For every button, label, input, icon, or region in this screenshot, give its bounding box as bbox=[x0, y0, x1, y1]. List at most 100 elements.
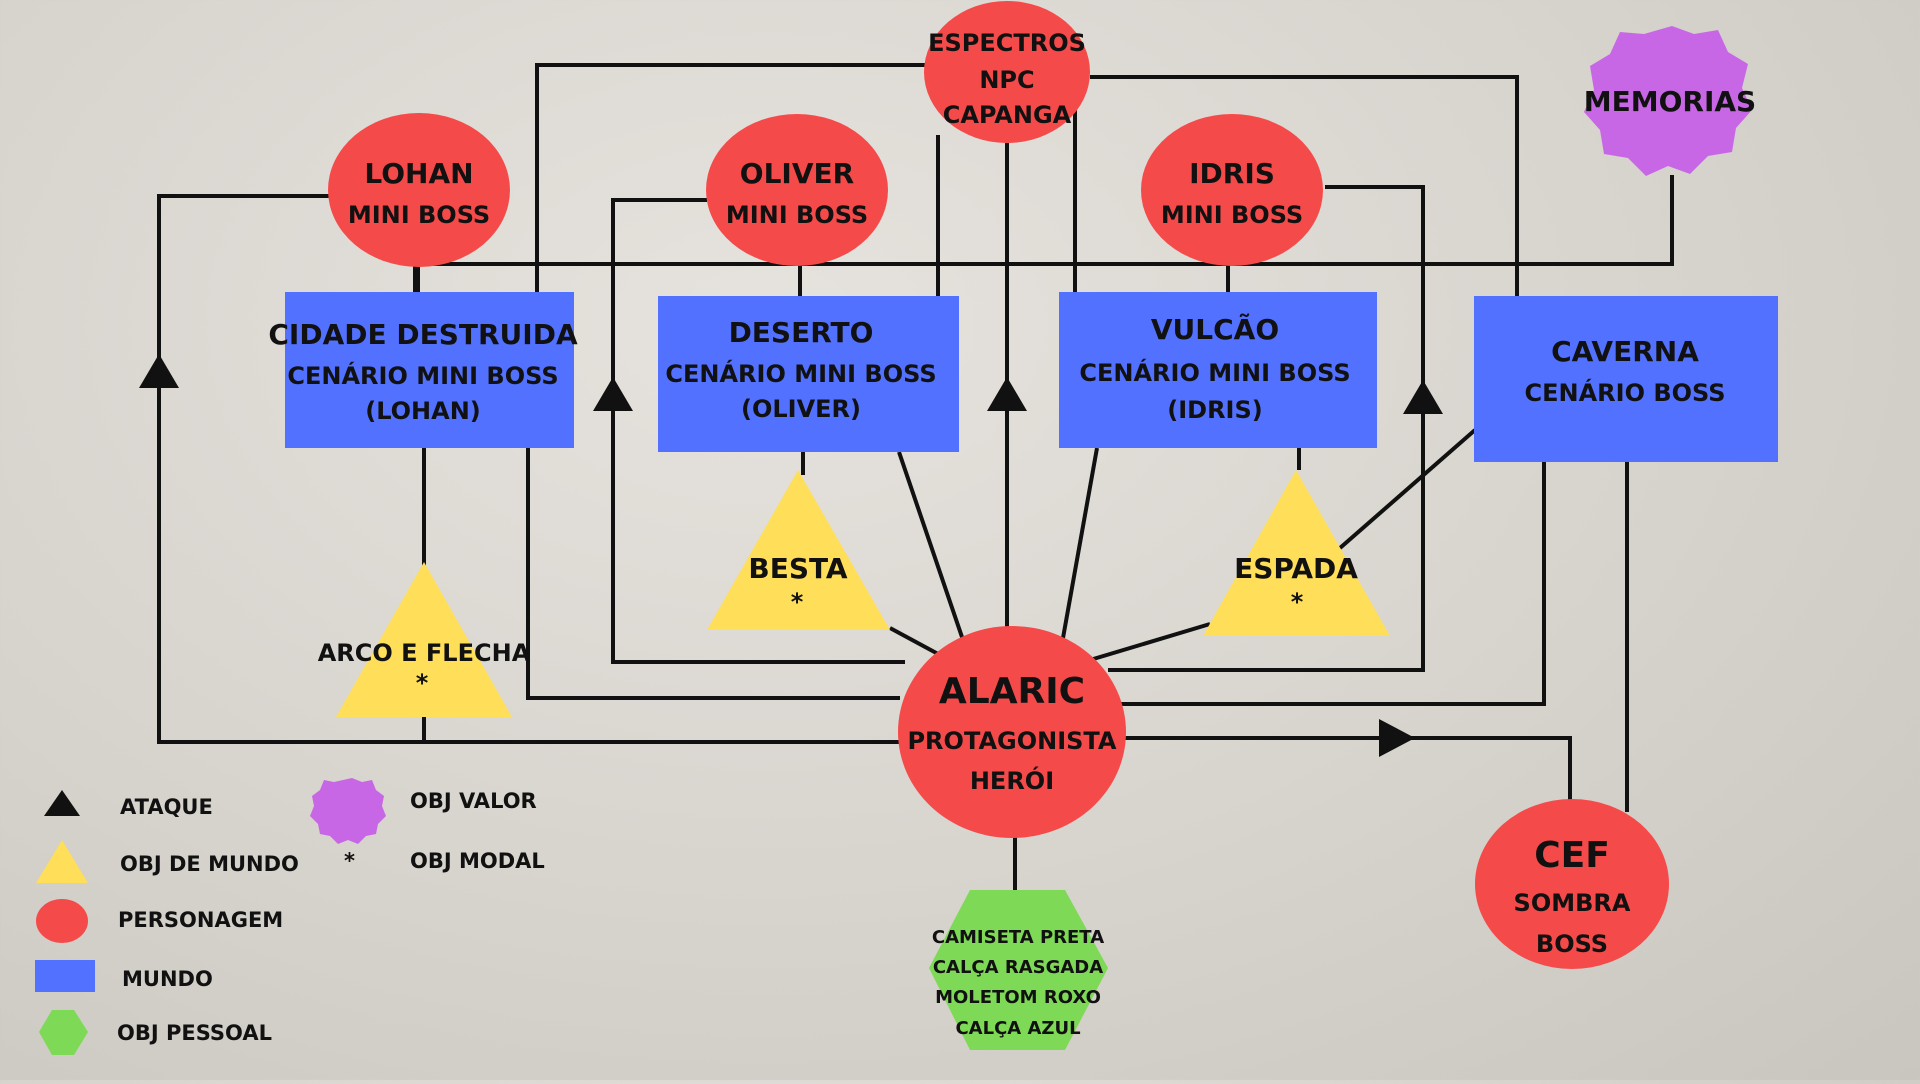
line-oliver-alaric bbox=[611, 198, 905, 664]
attack-arrow-espectros bbox=[987, 377, 1027, 411]
lohan-circle bbox=[328, 113, 510, 267]
cef-label-1: CEF bbox=[1534, 835, 1610, 876]
espada-label-1: ESPADA bbox=[1234, 552, 1358, 585]
attack-arrow-oliver bbox=[593, 377, 633, 411]
deserto-label-3: (OLIVER) bbox=[741, 395, 861, 423]
line-idris-alaric bbox=[1108, 185, 1425, 672]
arco-triangle bbox=[336, 562, 512, 717]
node-besta: BESTA * bbox=[707, 470, 890, 630]
vulcao-label-1: VULCÃO bbox=[1151, 312, 1279, 346]
line-caverna-espada bbox=[1338, 428, 1477, 550]
roupas-hexagon bbox=[929, 890, 1108, 1050]
espectros-circle bbox=[924, 1, 1090, 143]
legend-obj-mundo: OBJ DE MUNDO bbox=[120, 852, 299, 876]
legend-obj-valor: OBJ VALOR bbox=[410, 789, 537, 813]
legend-mundo: MUNDO bbox=[122, 967, 213, 991]
deserto-label-2: CENÁRIO MINI BOSS bbox=[665, 359, 936, 388]
besta-label-2: * bbox=[791, 588, 804, 616]
vulcao-label-3: (IDRIS) bbox=[1167, 396, 1262, 424]
line-besta-alaric bbox=[889, 626, 941, 657]
legend-world-object-icon bbox=[36, 840, 88, 883]
line-deserto-alaric bbox=[897, 451, 965, 641]
line-espectros-caverna bbox=[1090, 75, 1519, 296]
node-vulcao: VULCÃO CENÁRIO MINI BOSS (IDRIS) bbox=[1059, 292, 1377, 448]
espectros-label-3: CAPANGA bbox=[943, 101, 1072, 129]
node-cef: CEF SOMBRA BOSS bbox=[1475, 799, 1669, 969]
espada-label-2: * bbox=[1291, 588, 1304, 616]
line-vulcao-alaric bbox=[1061, 447, 1099, 639]
attack-arrow-lohan bbox=[139, 354, 179, 388]
attack-arrow-idris bbox=[1403, 380, 1443, 414]
vulcao-box bbox=[1059, 292, 1377, 448]
idris-label-1: IDRIS bbox=[1189, 157, 1275, 190]
arco-label-2: * bbox=[416, 669, 429, 697]
deserto-box bbox=[658, 296, 959, 452]
caverna-label-2: CENÁRIO BOSS bbox=[1524, 378, 1725, 407]
line-memorias-boxes bbox=[413, 175, 1674, 292]
legend-personal-object-icon bbox=[39, 1010, 88, 1055]
node-espectros: ESPECTROS NPC CAPANGA bbox=[924, 1, 1090, 143]
espectros-label-2: NPC bbox=[979, 66, 1034, 94]
cidade-label-3: (LOHAN) bbox=[365, 397, 481, 425]
legend-personagem: PERSONAGEM bbox=[118, 908, 283, 932]
espectros-label-1: ESPECTROS bbox=[928, 29, 1086, 57]
node-cidade: CIDADE DESTRUIDA CENÁRIO MINI BOSS (LOHA… bbox=[268, 292, 578, 448]
roupas-label-2: CALÇA RASGADA bbox=[933, 957, 1103, 978]
legend-modal-symbol: * bbox=[344, 849, 355, 873]
node-espada: ESPADA * bbox=[1203, 470, 1390, 636]
cidade-box bbox=[285, 292, 574, 448]
cef-label-2: SOMBRA bbox=[1514, 889, 1631, 917]
legend: ATAQUE OBJ DE MUNDO PERSONAGEM MUNDO OBJ… bbox=[35, 778, 545, 1055]
legend-obj-modal: OBJ MODAL bbox=[410, 849, 545, 873]
besta-triangle bbox=[707, 470, 890, 630]
line-cidade-alaric bbox=[526, 448, 900, 700]
legend-attack-icon bbox=[44, 790, 80, 816]
memorias-label: MEMORIAS bbox=[1584, 85, 1756, 118]
oliver-label-1: OLIVER bbox=[740, 157, 854, 190]
cef-label-3: BOSS bbox=[1536, 930, 1608, 958]
node-deserto: DESERTO CENÁRIO MINI BOSS (OLIVER) bbox=[658, 296, 959, 452]
line-alaric-cef bbox=[1120, 736, 1572, 800]
node-oliver: OLIVER MINI BOSS bbox=[706, 114, 888, 266]
legend-obj-pessoal: OBJ PESSOAL bbox=[117, 1021, 272, 1045]
alaric-circle bbox=[898, 626, 1126, 838]
roupas-label-3: MOLETOM ROXO bbox=[935, 987, 1101, 1008]
lohan-label-2: MINI BOSS bbox=[348, 201, 490, 229]
line-espada-alaric bbox=[1089, 622, 1211, 662]
caverna-label-1: CAVERNA bbox=[1551, 335, 1699, 368]
oliver-circle bbox=[706, 114, 888, 266]
idris-label-2: MINI BOSS bbox=[1161, 201, 1303, 229]
alaric-label-3: HERÓI bbox=[970, 765, 1054, 795]
line-caverna-alaric bbox=[1118, 462, 1546, 706]
line-espectros-cidade bbox=[535, 63, 925, 292]
cef-circle bbox=[1475, 799, 1669, 969]
oliver-label-2: MINI BOSS bbox=[726, 201, 868, 229]
node-alaric: ALARIC PROTAGONISTA HERÓI bbox=[898, 626, 1126, 838]
node-idris: IDRIS MINI BOSS bbox=[1141, 114, 1323, 266]
idris-circle bbox=[1141, 114, 1323, 266]
legend-world-icon bbox=[35, 960, 95, 992]
legend-value-object-icon bbox=[310, 778, 386, 844]
attack-arrow-cef bbox=[1379, 719, 1415, 757]
alaric-label-2: PROTAGONISTA bbox=[907, 727, 1116, 755]
roupas-label-4: CALÇA AZUL bbox=[955, 1018, 1080, 1039]
node-lohan: LOHAN MINI BOSS bbox=[328, 113, 510, 267]
node-memorias: MEMORIAS bbox=[1584, 26, 1756, 176]
memorias-badge bbox=[1584, 26, 1752, 176]
deserto-label-1: DESERTO bbox=[729, 316, 874, 349]
espada-triangle bbox=[1203, 470, 1390, 636]
arco-label-1: ARCO E FLECHA bbox=[318, 639, 531, 667]
legend-character-icon bbox=[36, 899, 88, 943]
line-lohan-alaric bbox=[157, 194, 900, 744]
cidade-label-2: CENÁRIO MINI BOSS bbox=[287, 361, 558, 390]
legend-ataque: ATAQUE bbox=[120, 795, 213, 819]
attack-arrows bbox=[139, 354, 1443, 757]
node-caverna: CAVERNA CENÁRIO BOSS bbox=[1474, 296, 1778, 462]
besta-label-1: BESTA bbox=[748, 552, 848, 585]
node-roupas: CAMISETA PRETA CALÇA RASGADA MOLETOM ROX… bbox=[929, 890, 1108, 1050]
node-arco: ARCO E FLECHA * bbox=[318, 562, 531, 717]
lohan-label-1: LOHAN bbox=[364, 157, 473, 190]
caverna-box bbox=[1474, 296, 1778, 462]
